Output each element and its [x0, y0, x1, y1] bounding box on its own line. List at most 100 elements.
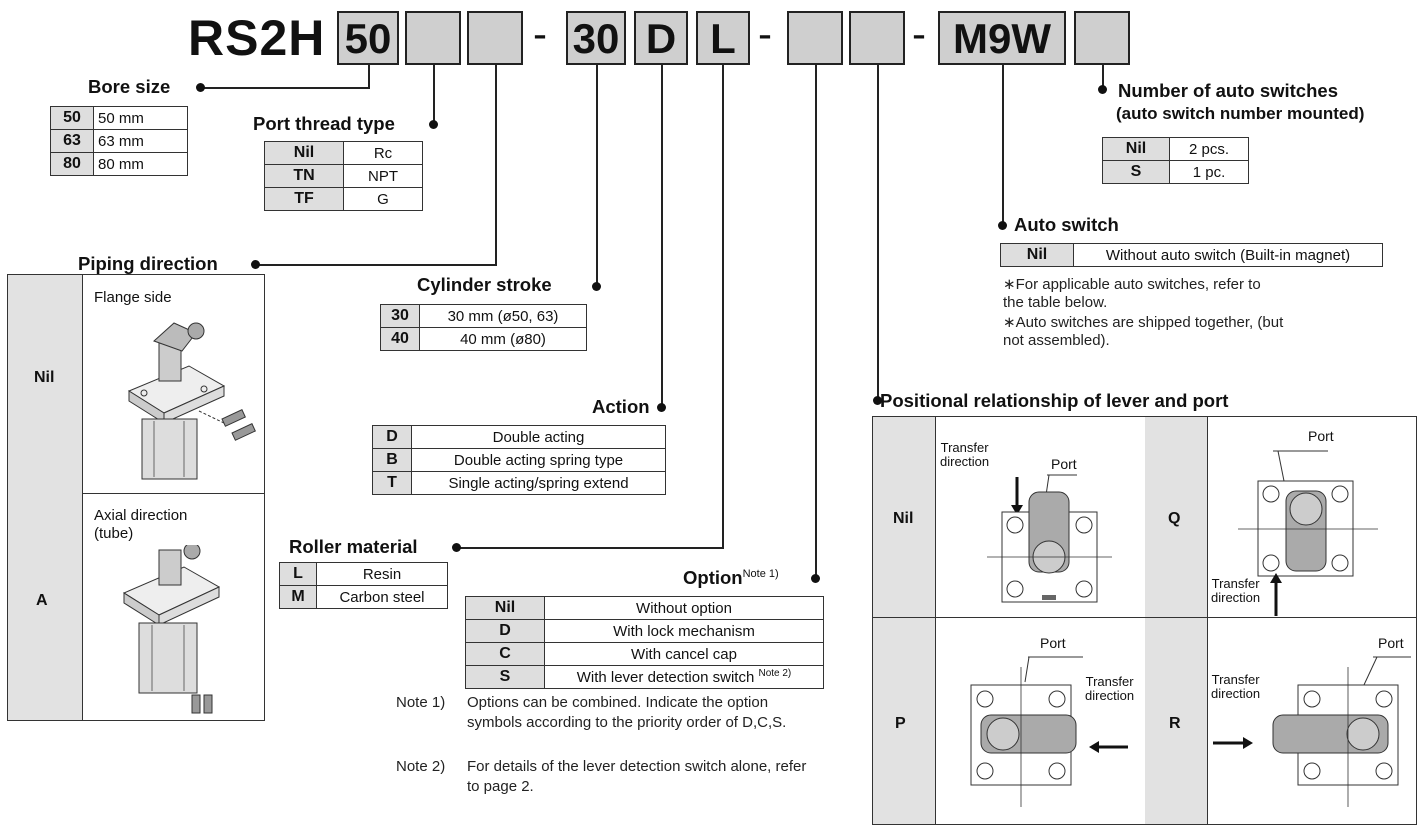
transfer-text-1: Transfer — [1211, 576, 1260, 591]
leader-action — [661, 65, 663, 407]
cylinder-flange-side-illustration — [127, 322, 256, 480]
auto-switch-note2: ∗Auto switches are shipped together, (bu… — [1003, 314, 1284, 349]
port-thread-value: NPT — [343, 164, 423, 188]
piping-key-cell: Nil — [8, 275, 83, 495]
code-box-bore: 50 — [337, 11, 399, 65]
port-thread-key: Nil — [264, 141, 344, 165]
option-note1-label: Note 1) — [396, 694, 446, 711]
num-switches-title: Number of auto switches — [1118, 80, 1338, 101]
leader-positional — [877, 65, 879, 400]
transfer-text-1: Transfer — [1211, 672, 1260, 687]
auto-switch-note1: ∗For applicable auto switches, refer to … — [1003, 276, 1261, 311]
leader-roller — [722, 65, 724, 549]
option-note2-text: For details of the lever detection switc… — [467, 758, 807, 795]
positional-key-cell: Nil — [873, 417, 936, 617]
leader-dot-roller — [452, 543, 461, 552]
option-title-note: Note 1) — [742, 567, 779, 580]
option-value: With lever detection switch Note 2) — [544, 665, 824, 689]
option-note2-label: Note 2) — [396, 758, 446, 775]
code-box-piping — [467, 11, 523, 65]
leader-stroke — [596, 65, 598, 287]
code-box-option — [787, 11, 843, 65]
transfer-text-1: Transfer — [1085, 674, 1134, 689]
positional-transfer-label: Transfer direction — [1211, 673, 1260, 701]
positional-key-cell: Q — [1145, 417, 1208, 617]
leader-piping — [495, 65, 497, 265]
clamp-top-view-q — [1238, 450, 1378, 616]
piping-table: Nil Flange side A Axial direction (tube) — [7, 274, 265, 721]
action-value: Double acting — [411, 425, 666, 449]
transfer-text-1: Transfer — [940, 440, 989, 455]
stroke-value: 30 mm (ø50, 63) — [419, 304, 587, 328]
port-thread-key: TF — [264, 187, 344, 211]
leader-num-switches — [1102, 65, 1104, 90]
code-box-num-switches — [1074, 11, 1130, 65]
clamp-top-view-p — [970, 656, 1128, 807]
roller-key: L — [279, 562, 317, 586]
bore-key: 63 — [50, 129, 94, 153]
option-value: With lock mechanism — [544, 619, 824, 643]
option-key: D — [465, 619, 545, 643]
leader-option — [815, 65, 817, 578]
option-s-text: With lever detection switch — [576, 669, 755, 686]
auto-switch-title: Auto switch — [1014, 214, 1119, 235]
code-box-port-thread — [405, 11, 461, 65]
action-value: Double acting spring type — [411, 448, 666, 472]
transfer-text-2: direction — [940, 454, 990, 469]
roller-value: Carbon steel — [316, 585, 448, 609]
positional-key: R — [1169, 715, 1181, 732]
auto-switch-value: Without auto switch (Built-in magnet) — [1073, 243, 1383, 267]
leader-auto-switch — [1002, 65, 1004, 225]
positional-port-label: Port — [1040, 635, 1066, 651]
leader-bore — [368, 65, 370, 88]
piping-row-divider — [82, 493, 264, 494]
option-title-text: Option — [683, 567, 743, 588]
roller-material-title: Roller material — [289, 536, 418, 557]
num-switches-subtitle: (auto switch number mounted) — [1116, 104, 1365, 123]
leader-roller-h — [456, 547, 724, 549]
bore-value: 80 mm — [93, 152, 188, 176]
leader-piping-h — [254, 264, 497, 266]
positional-port-label: Port — [1308, 428, 1334, 444]
piping-label: Flange side — [94, 289, 172, 306]
positional-grid: Nil Transfer direction Port Q Port Trans… — [872, 416, 1417, 825]
leader-dot-auto-switch — [998, 221, 1007, 230]
positional-key: Q — [1168, 510, 1181, 527]
leader-bore-h — [200, 87, 370, 89]
option-key: S — [465, 665, 545, 689]
positional-divider-h — [873, 617, 1416, 618]
positional-port-label: Port — [1378, 635, 1404, 651]
leader-dot-stroke — [592, 282, 601, 291]
clamp-top-view-r — [1213, 656, 1411, 807]
port-thread-value: Rc — [343, 141, 423, 165]
leader-dot-positional — [873, 396, 882, 405]
code-dash-3: - — [912, 10, 926, 57]
code-box-action: D — [634, 11, 688, 65]
port-thread-value: G — [343, 187, 423, 211]
positional-title: Positional relationship of lever and por… — [880, 390, 1229, 411]
roller-value: Resin — [316, 562, 448, 586]
stroke-key: 30 — [380, 304, 420, 328]
cylinder-axial-direction-illustration — [122, 545, 221, 714]
piping-label: Axial direction (tube) — [94, 507, 188, 542]
num-switches-value: 1 pc. — [1169, 160, 1249, 184]
